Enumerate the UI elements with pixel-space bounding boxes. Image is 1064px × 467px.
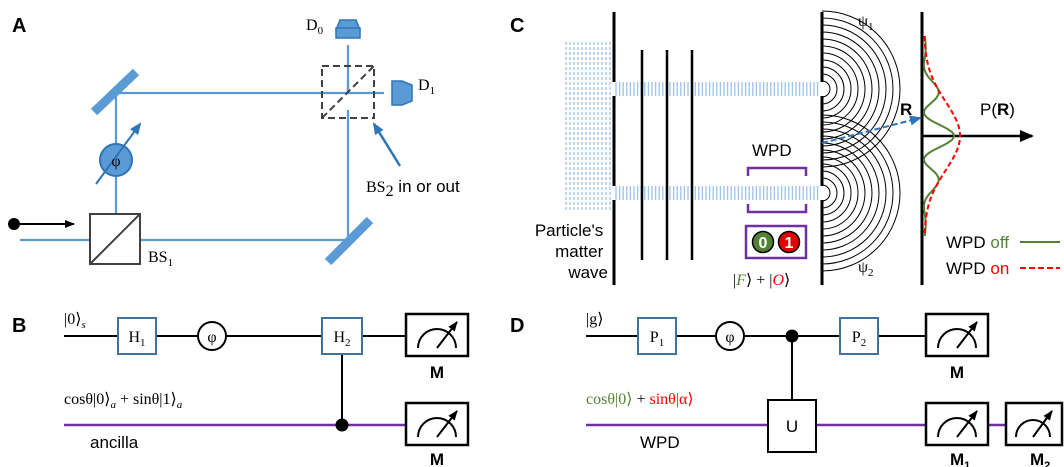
lower-slit-beam [615,186,819,200]
bit-1-indicator [777,230,801,254]
panel-d: D |g⟩ P1 φ U P2 M M1 [510,311,1064,467]
wpd-state-d-label: cosθ|0⟩ + sinθ|α⟩ [586,391,694,408]
ancilla-state-label: cosθ|0⟩a + sinθ|1⟩a [64,391,183,411]
wpd-off-curve [923,35,956,237]
wpd-label: WPD [752,141,792,160]
ancilla-label: ancilla [90,433,139,452]
gate-u-label: U [786,417,798,436]
detector-d0-label: D0 [306,17,324,37]
meter-m1-label: M1 [950,450,970,467]
input-particle-dot [8,218,20,230]
panel-a-label: A [12,15,26,37]
upper-slit-beam [615,82,819,96]
gate-p1 [637,317,677,355]
psi2-label: ψ2 [858,259,874,279]
phase-gate-d [715,321,745,351]
interferometer-beams [20,45,384,242]
phase-gate-b-label: φ [207,329,216,346]
phase-symbol: φ [111,153,120,170]
meter-m2 [1004,401,1064,447]
control-dot-d [785,329,799,343]
grating-bars [640,50,694,260]
gate-h2 [321,317,363,355]
bit-0-label: 0 [759,235,768,252]
legend-wpd-on: WPD on [946,259,1009,278]
gate-h1 [117,317,157,355]
gate-p2-label: P2 [852,329,866,349]
meter-top-d [924,312,990,358]
meter-top-d-label: M [950,363,964,382]
wpd-wire-label: WPD [640,433,680,452]
bit-1-label: 1 [785,235,794,252]
gate-p2 [839,317,879,355]
gate-u [767,399,817,453]
wpd-bracket-top [746,166,808,176]
meter-m1 [924,401,990,447]
meter-bottom-b [404,401,470,447]
meter-top-b [404,312,470,358]
mirror-bottom-right [324,216,374,266]
detector-d1-icon [391,80,413,106]
gate-h2-label: H2 [333,329,350,349]
mirror-top-left [90,68,140,116]
phase-gate-b [197,321,227,351]
wpd-on-curve [923,36,961,236]
control-dot-b [335,418,349,432]
panel-c: C ψ1 ψ2 [510,10,1060,289]
beam-splitter-2 [321,65,375,119]
wpd-state-label: |F⟩ + |O⟩ [733,272,790,289]
panel-a: A BS1 φ [8,15,460,269]
panel-b-label: B [12,315,26,337]
phase-shifter: φ [95,122,142,185]
position-r-arrow [821,115,922,144]
incoming-plane-wave [565,42,611,212]
meter-top-b-label: M [430,363,444,382]
wpd-bracket-bottom [746,204,808,214]
position-r-label: R [900,100,912,119]
phase-gate-d-label: φ [725,329,734,346]
beam-splitter-1 [89,213,141,265]
probability-label: P(R) [980,100,1015,119]
gate-h1-label: H1 [128,329,145,349]
bs2-label: BS2 in or out [366,177,460,200]
system-state-label: |0⟩s [64,311,86,331]
matter-wave-label: Particle's matter wave [535,221,608,282]
meter-bottom-b-label: M [430,450,444,467]
psi1-label: ψ1 [858,13,874,33]
gate-p1-label: P1 [650,329,664,349]
psi2-wavefronts [821,114,901,272]
panel-b: B |0⟩s H1 φ H2 M M cosθ|0⟩a + sinθ|1⟩ [12,311,470,467]
ground-state-label: |g⟩ [586,311,603,328]
legend-wpd-off: WPD off [946,233,1009,252]
psi1-wavefronts [821,10,901,168]
meter-m2-label: M2 [1030,450,1050,467]
panel-d-label: D [510,315,524,337]
bit-0-indicator [751,230,775,254]
bs2-pointer-arrow [372,122,402,167]
bs1-label: BS1 [148,249,173,269]
detector-d1-label: D1 [418,77,435,97]
panel-c-label: C [510,15,524,37]
